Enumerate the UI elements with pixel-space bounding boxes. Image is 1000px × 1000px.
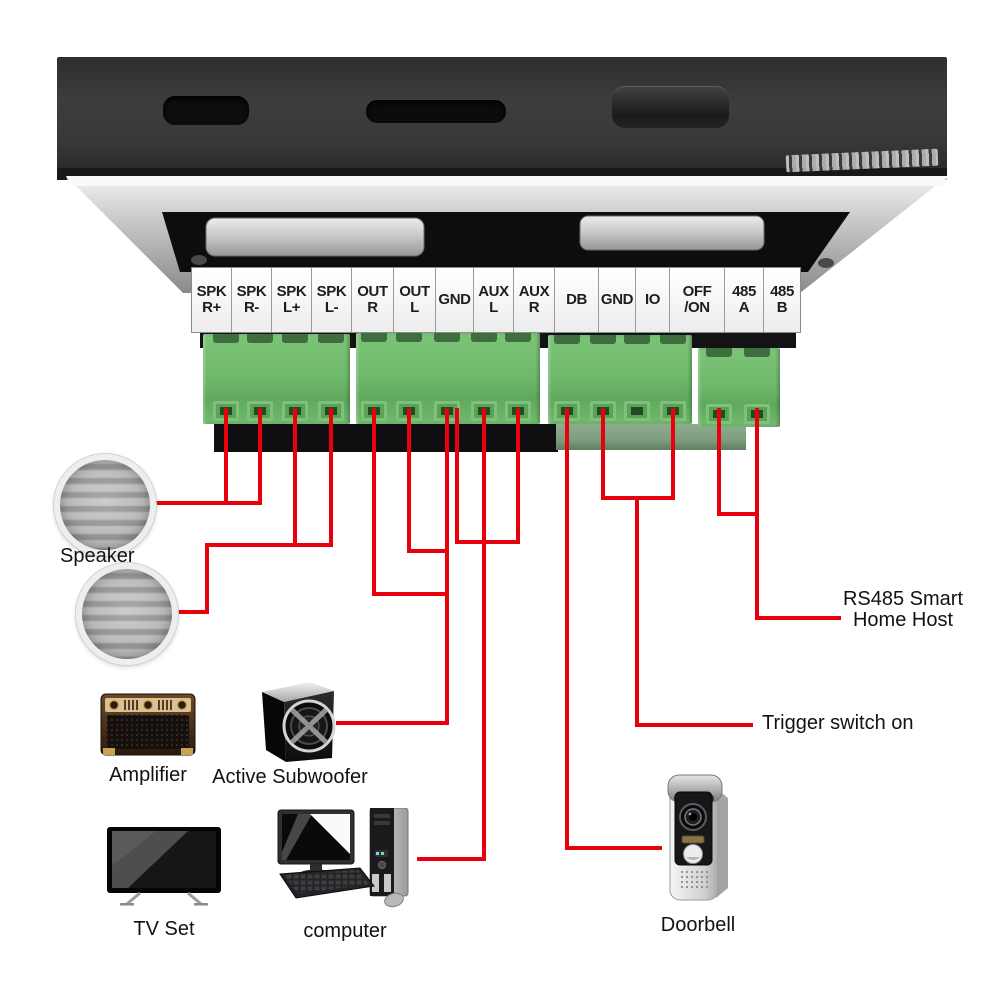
terminal-label-text: L+ [282, 299, 301, 316]
block-notch [660, 335, 686, 344]
wire-speaker-left-lead [164, 543, 333, 614]
block-notch [396, 333, 422, 342]
terminal-label-text: 485 [732, 283, 756, 300]
screw-hole-left [191, 255, 207, 265]
chassis-slot-left [163, 96, 249, 125]
chassis-button [612, 86, 729, 128]
wire-gnd-subwoofer-lead [336, 408, 449, 725]
computer-label: computer [303, 920, 387, 942]
speaker-icon-left [76, 563, 178, 665]
block-notch [361, 333, 387, 342]
terminal-block-4 [698, 348, 780, 427]
wire-db-doorbell-lead [565, 408, 662, 850]
terminal-label-text: SPK [276, 283, 307, 300]
terminal-label-text: GND [438, 291, 471, 308]
terminal-label-text: SPK [236, 283, 267, 300]
block-notch [434, 333, 460, 342]
wire-485b-host-lead [755, 408, 841, 620]
terminal-label-text: 485 [770, 283, 794, 300]
doorbell-icon [667, 774, 728, 901]
tv-label: TV Set [133, 918, 195, 940]
terminal-label-text: A [738, 299, 750, 316]
trigger-switch-label: Trigger switch on [762, 712, 914, 734]
terminal-label-text: B [776, 299, 788, 316]
block-notch [624, 335, 650, 344]
subwoofer-label: Active Subwoofer [212, 766, 368, 788]
terminal-label-text: IO [644, 291, 661, 308]
wire-trigger-lead [635, 498, 753, 727]
wire-485a [717, 408, 757, 516]
terminal-label-text: L [489, 299, 498, 316]
amplifier-icon [100, 693, 196, 756]
terminal-label-gnd: GND [436, 268, 474, 332]
terminal-label-db: DB [555, 268, 599, 332]
block-notch [706, 348, 732, 357]
rs485-host-label-line2: Home Host [852, 609, 954, 631]
metal-clip-right [579, 215, 765, 251]
terminal-label-io: IO [636, 268, 670, 332]
wire-out-r [372, 408, 449, 596]
terminal-label-text: R- [243, 299, 260, 316]
block-notch [590, 335, 616, 344]
wire-out-l [407, 408, 449, 553]
terminal-label-text: R [528, 299, 540, 316]
wire-aux-l-computer-lead [417, 408, 486, 861]
terminal-label-text: GND [600, 291, 634, 308]
terminal-label-text: R [367, 299, 378, 316]
terminal-label-text: OUT [399, 283, 430, 300]
subwoofer-icon [262, 682, 336, 762]
terminal-block-3 [548, 335, 692, 424]
block-notch [471, 333, 497, 342]
block-notch [505, 333, 531, 342]
terminal-label-text: AUX [478, 283, 509, 300]
pcb-green [556, 424, 746, 450]
terminal-label-text: /ON [684, 299, 710, 316]
terminal-label-text: SPK [316, 283, 347, 300]
terminal-label-text: DB [566, 291, 587, 308]
block-notch [554, 335, 580, 344]
terminal-label-text: AUX [518, 283, 550, 300]
metal-clip-left [205, 217, 425, 257]
terminal-label-text: L- [324, 299, 339, 316]
amplifier-label: Amplifier [109, 764, 187, 786]
terminal-label-text: OFF [682, 283, 712, 300]
terminal-label-text: R+ [202, 299, 221, 316]
doorbell-label: Doorbell [660, 914, 736, 936]
block-notch [213, 334, 239, 343]
mounting-flange [66, 176, 948, 293]
rs485-host-label-line1: RS485 Smart [842, 588, 964, 610]
speaker-icon-right [54, 454, 156, 556]
chassis-slot-middle [366, 100, 506, 123]
pcb-black [214, 424, 558, 452]
computer-icon [277, 808, 409, 908]
terminal-label-text: SPK [196, 283, 227, 300]
screw-hole-right [818, 258, 834, 268]
block-notch [247, 334, 273, 343]
terminal-pin [624, 401, 650, 421]
tv-icon [107, 827, 221, 906]
block-notch [282, 334, 308, 343]
terminal-label-text: L [410, 299, 419, 316]
flange-highlight [66, 176, 948, 186]
terminal-label-off-on: OFF/ON [670, 268, 725, 332]
block-notch [318, 334, 344, 343]
terminal-label-text: OUT [357, 283, 388, 300]
rs485-host-label: RS485 Smart Home Host [818, 589, 988, 631]
speaker-label: Speaker [60, 545, 135, 567]
block-notch [744, 348, 770, 357]
terminal-label-gnd: GND [599, 268, 636, 332]
